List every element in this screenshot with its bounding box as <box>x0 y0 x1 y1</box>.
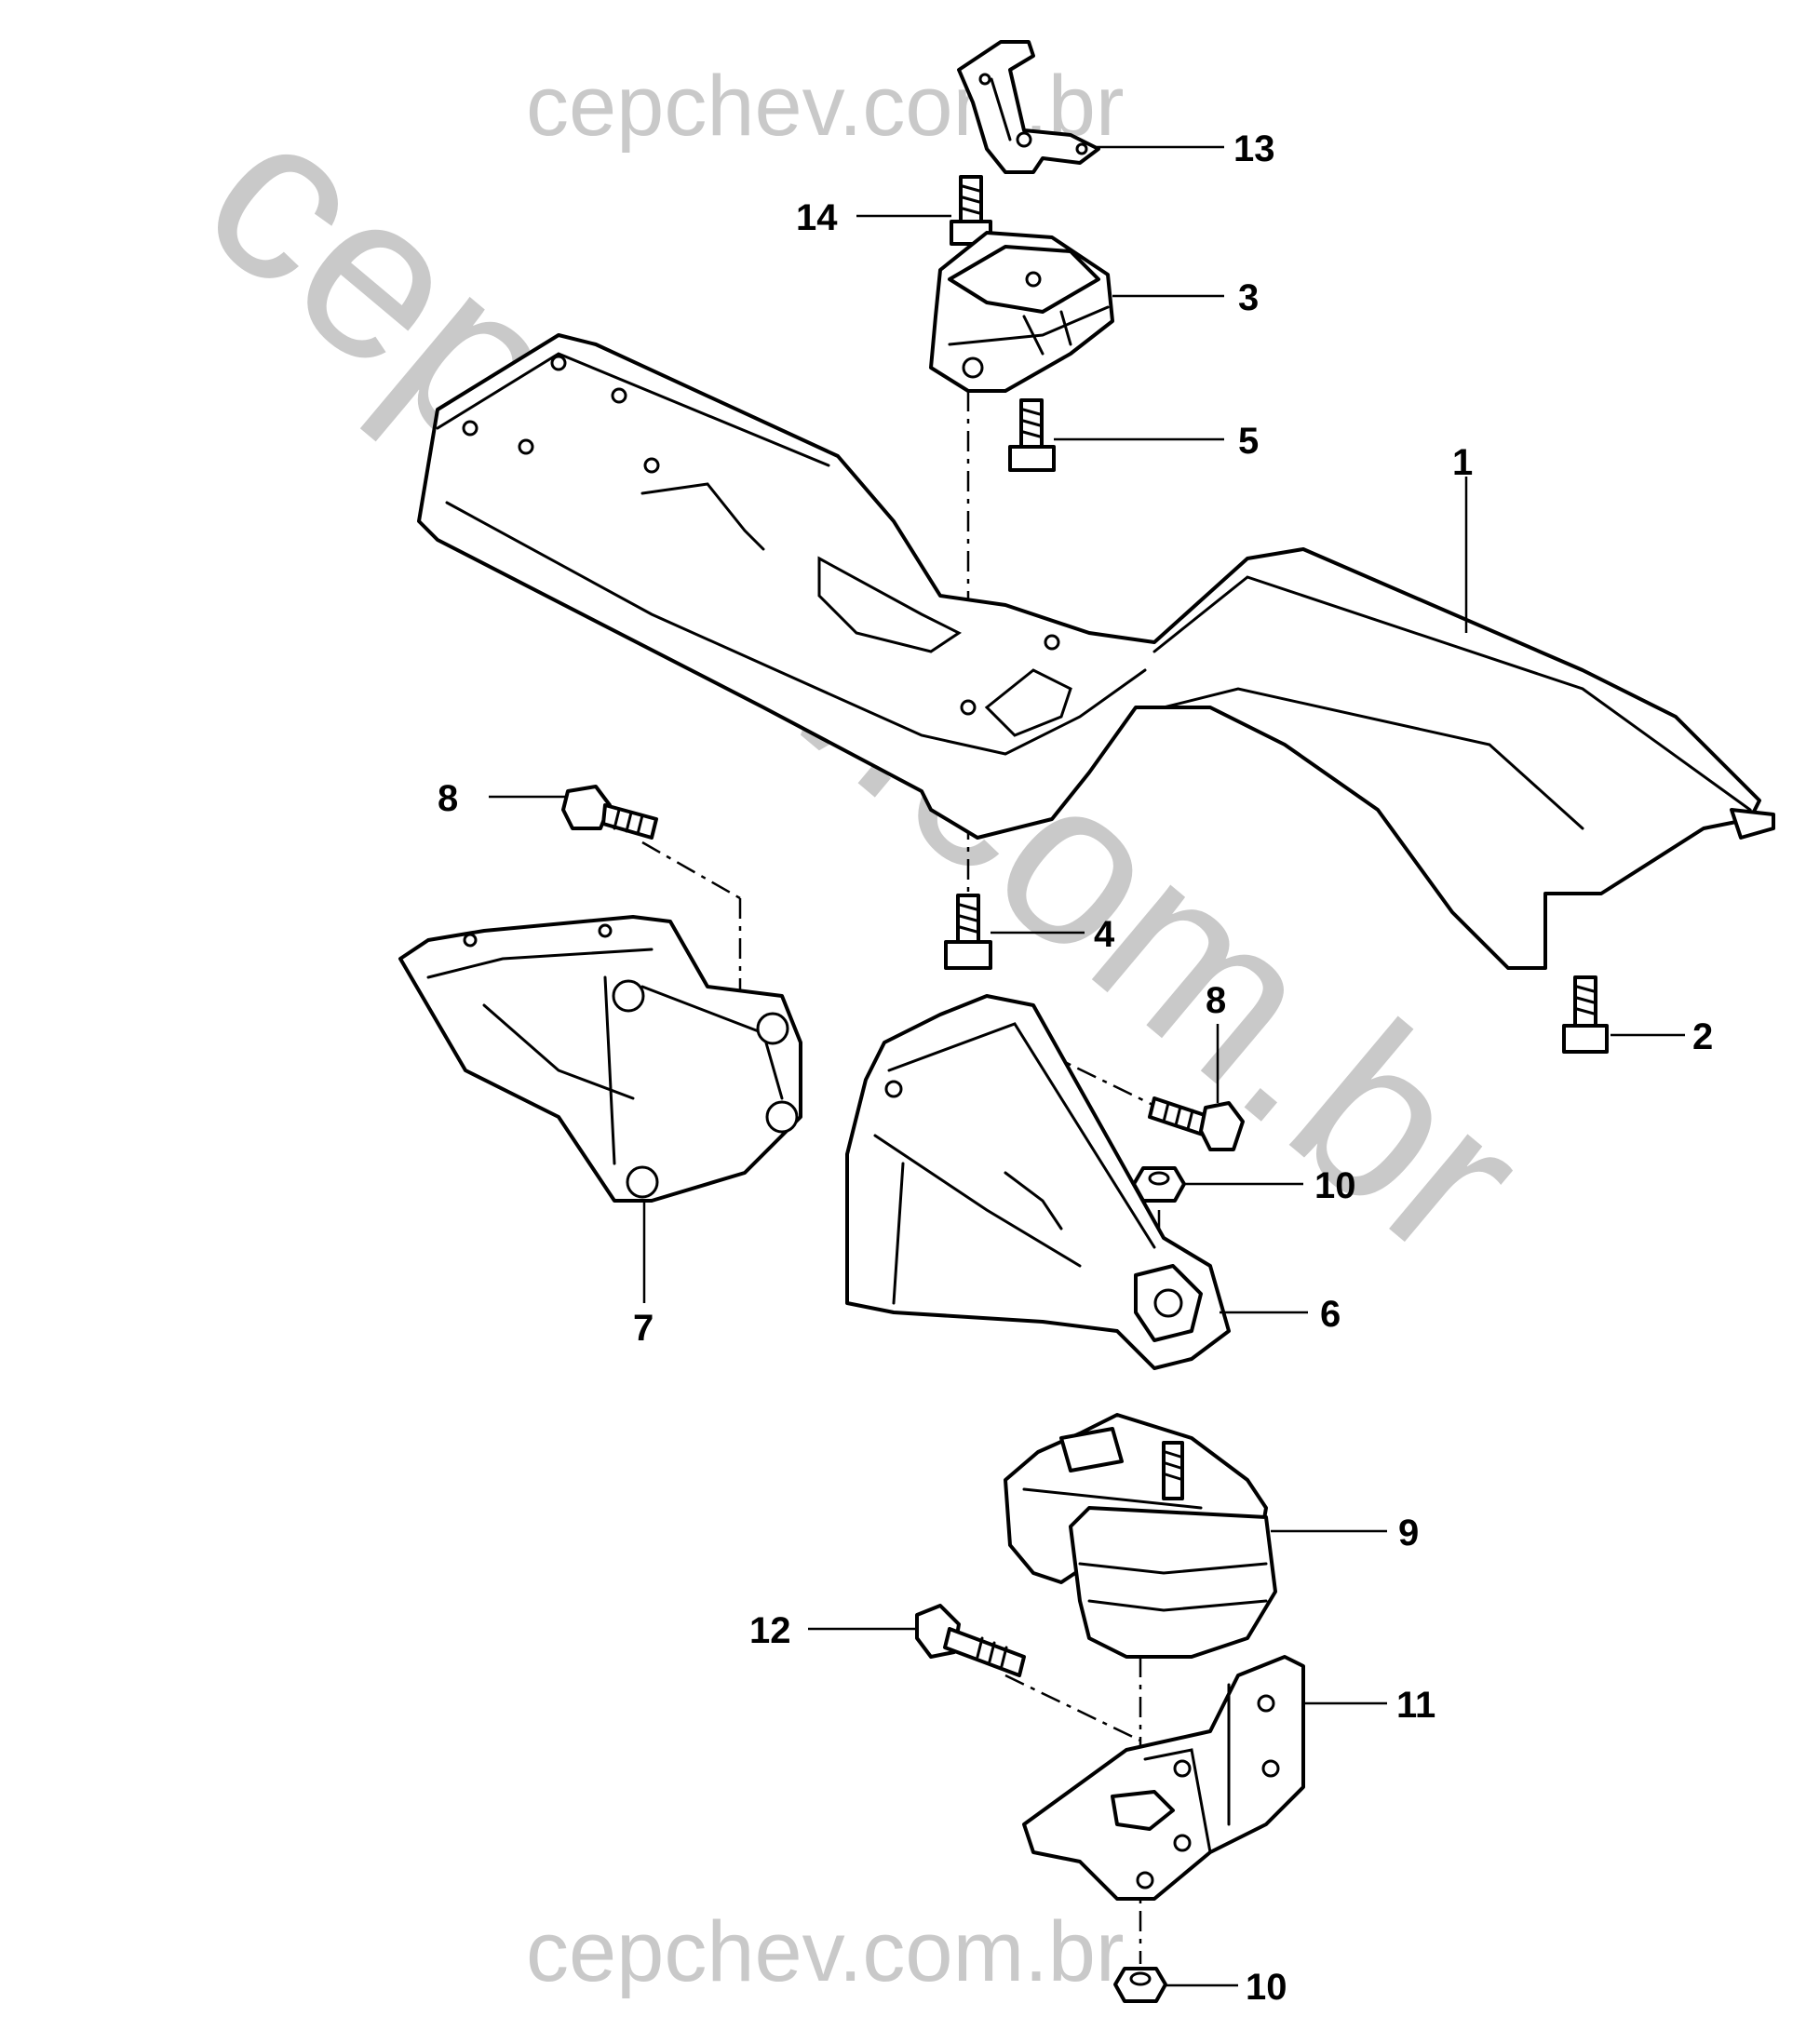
callout-labels: 1 2 3 4 5 6 7 8 8 9 10 10 11 12 13 14 <box>438 128 1713 2008</box>
part-10-nut-lower <box>1113 1967 1167 2003</box>
callout-14: 14 <box>796 197 838 238</box>
watermark-bottom: cepchev.com.br <box>526 1904 1125 1999</box>
part-4-bolt <box>944 894 992 970</box>
callout-9: 9 <box>1398 1513 1419 1553</box>
part-3-transmission-mount <box>929 231 1114 393</box>
part-10-nut-upper <box>1132 1166 1186 1203</box>
part-8-bolt-left <box>561 785 658 840</box>
part-11-lower-bracket <box>1022 1655 1305 1901</box>
part-7-left-mount-bracket <box>398 915 802 1203</box>
callout-4: 4 <box>1094 914 1115 955</box>
callout-7: 7 <box>633 1308 654 1349</box>
part-2-bolt <box>1562 975 1609 1054</box>
callout-2: 2 <box>1692 1016 1713 1057</box>
part-12-bolt <box>915 1604 1026 1677</box>
callout-8-right: 8 <box>1206 980 1226 1021</box>
callout-10-lower: 10 <box>1246 1967 1287 2008</box>
leader-lines <box>489 145 1685 1987</box>
part-5-bolt <box>1008 398 1056 472</box>
part-1-crossmember <box>417 333 1775 970</box>
part-13-upper-bracket <box>957 40 1100 174</box>
part-6-right-mount-bracket <box>845 994 1231 1370</box>
part-8-bolt-right <box>1148 1096 1245 1151</box>
watermark-layer: cepchev.com.br cepchev.com.br cepchev.co… <box>159 59 1571 1999</box>
part-9-mount-insulator <box>1004 1413 1277 1659</box>
callout-13: 13 <box>1233 128 1275 169</box>
callout-6: 6 <box>1320 1294 1341 1335</box>
callout-10-upper: 10 <box>1314 1165 1356 1206</box>
callout-5: 5 <box>1238 421 1259 462</box>
callout-11: 11 <box>1396 1685 1435 1726</box>
callout-1: 1 <box>1452 442 1473 483</box>
callout-12: 12 <box>749 1610 791 1651</box>
callout-3: 3 <box>1238 277 1259 318</box>
callout-8-left: 8 <box>438 778 458 819</box>
